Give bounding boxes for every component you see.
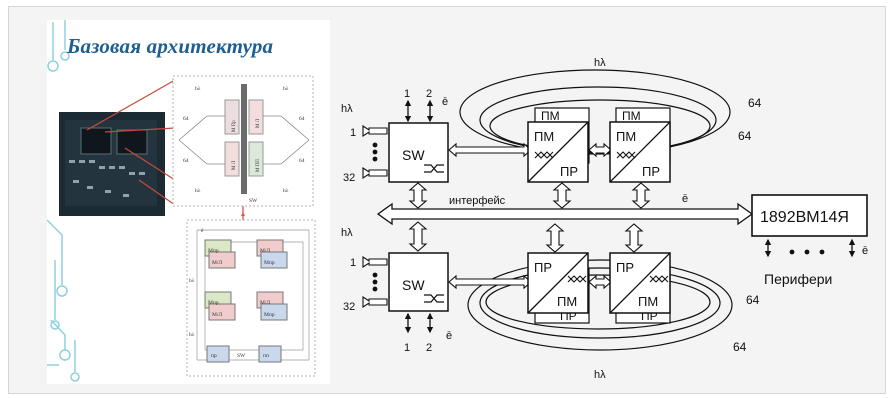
top-64-inner-label: 64	[738, 129, 752, 143]
top-module-1: ПМ ПМ ПР	[528, 108, 589, 182]
svg-text:ПМ: ПМ	[534, 129, 554, 144]
svg-text:1892ВМ14Я: 1892ВМ14Я	[760, 209, 849, 226]
bottom-sw-port-1: 1	[404, 342, 410, 354]
top-sw-e-label: ē	[442, 96, 448, 108]
svg-text:SW: SW	[402, 147, 425, 163]
svg-text:ПР: ПР	[616, 260, 634, 275]
top-sw-port-1: 1	[404, 88, 410, 100]
svg-text:ПМ: ПМ	[557, 294, 577, 309]
bottom-sw-hl-label: hλ	[341, 227, 353, 239]
svg-text:SW: SW	[402, 277, 425, 293]
top-sw-hl-label: hλ	[341, 103, 353, 115]
bottom-sw-port-2: 2	[426, 342, 432, 354]
svg-text:ПМ: ПМ	[541, 109, 560, 123]
bottom-module-2: ПР ПР ПМ	[610, 253, 670, 323]
top-sw-port-2: 2	[426, 88, 432, 100]
top-optical-loops	[460, 70, 730, 154]
cpu-block: 1892ВМ14Я ē Перифери	[752, 195, 868, 287]
svg-text:ПМ: ПМ	[616, 129, 636, 144]
bottom-64-inner-label: 64	[746, 293, 760, 307]
top-sw-switch: SW 1 2 ē hλ 1 32	[341, 88, 448, 184]
cpu-e-label: ē	[862, 245, 868, 257]
bottom-optical-loops	[468, 260, 732, 350]
svg-text:ПР: ПР	[560, 164, 578, 179]
bottom-sw-in-1: 1	[350, 257, 356, 269]
bottom-module-1: ПР ПР ПМ	[528, 253, 589, 323]
svg-text:ПР: ПР	[534, 260, 552, 275]
peripherals-label: Перифери	[764, 271, 832, 287]
svg-text:ПМ: ПМ	[622, 109, 641, 123]
bottom-64-outer-label: 64	[733, 340, 747, 354]
bottom-sw-in-32: 32	[343, 301, 355, 313]
bus-label: интерфейс	[449, 195, 506, 207]
top-64-outer-label: 64	[748, 96, 762, 110]
bus-e-label: ē	[682, 193, 688, 205]
top-module-2: ПМ ПМ ПР	[610, 108, 670, 182]
bottom-hlambda-label: hλ	[594, 369, 606, 381]
svg-text:ПМ: ПМ	[638, 294, 658, 309]
top-sw-in-32: 32	[343, 172, 355, 184]
top-hlambda-label: hλ	[594, 57, 606, 69]
bottom-sw-switch: SW 1 2 ē hλ 1 32	[341, 227, 452, 354]
svg-text:ПР: ПР	[642, 164, 660, 179]
bottom-sw-e-label: ē	[446, 330, 452, 342]
top-sw-in-1: 1	[350, 127, 356, 139]
